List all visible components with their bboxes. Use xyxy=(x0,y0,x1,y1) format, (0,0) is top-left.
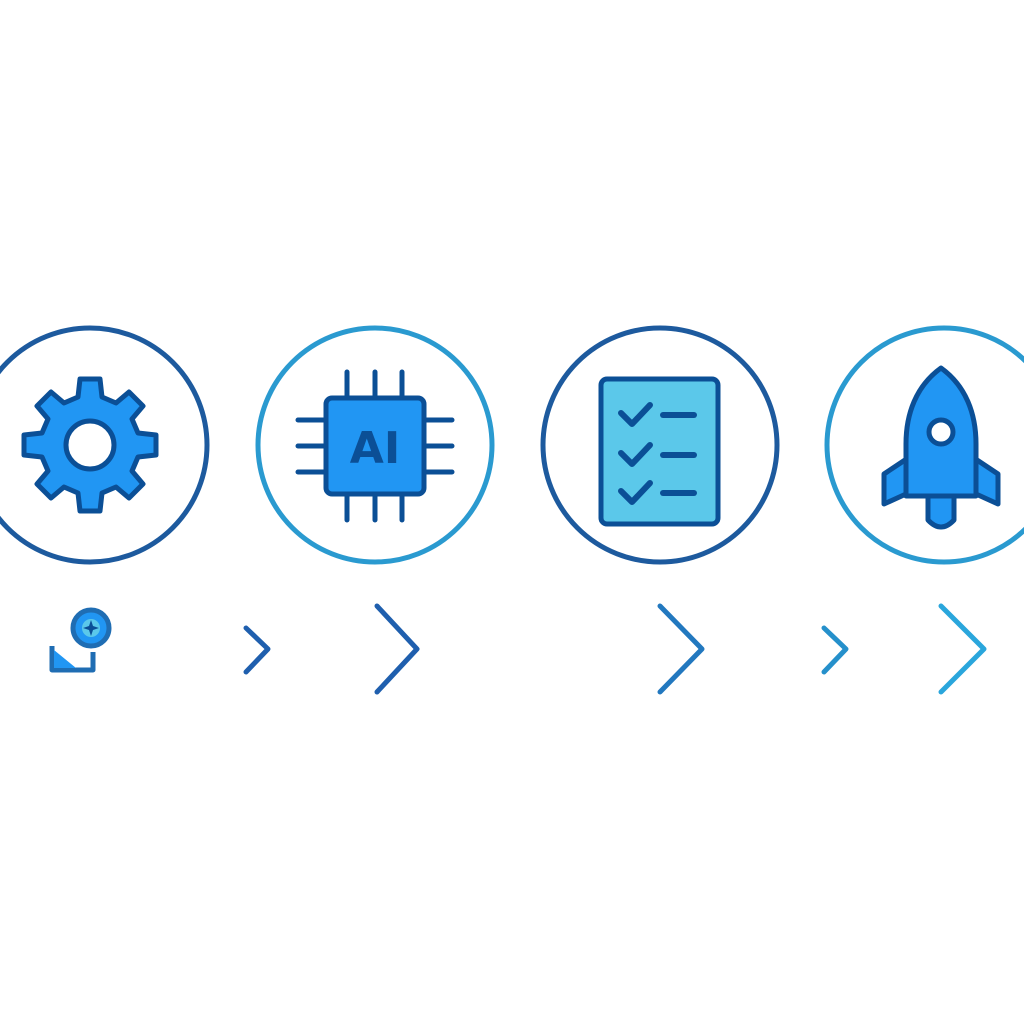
chevron-right-icon xyxy=(938,603,987,695)
step-checklist xyxy=(540,325,780,565)
chevron-right-icon xyxy=(243,625,271,675)
step-rocket xyxy=(824,325,1024,565)
location-pin-icon xyxy=(49,607,112,673)
step-ring xyxy=(540,325,780,565)
step-ring xyxy=(824,325,1024,565)
step-ring xyxy=(0,325,210,565)
rocket-icon xyxy=(881,365,1001,530)
step-ai-chip: AI xyxy=(255,325,495,565)
chevron-right-icon xyxy=(821,625,849,675)
chevron-right-icon xyxy=(657,603,705,695)
timeline xyxy=(49,603,987,695)
step-gear xyxy=(0,325,210,565)
gear-icon xyxy=(21,376,159,514)
step-ring xyxy=(255,325,495,565)
checklist-icon xyxy=(598,376,721,527)
ai-chip-icon: AI xyxy=(295,369,455,523)
chip-label: AI xyxy=(350,423,400,474)
chevron-right-icon xyxy=(374,603,420,695)
